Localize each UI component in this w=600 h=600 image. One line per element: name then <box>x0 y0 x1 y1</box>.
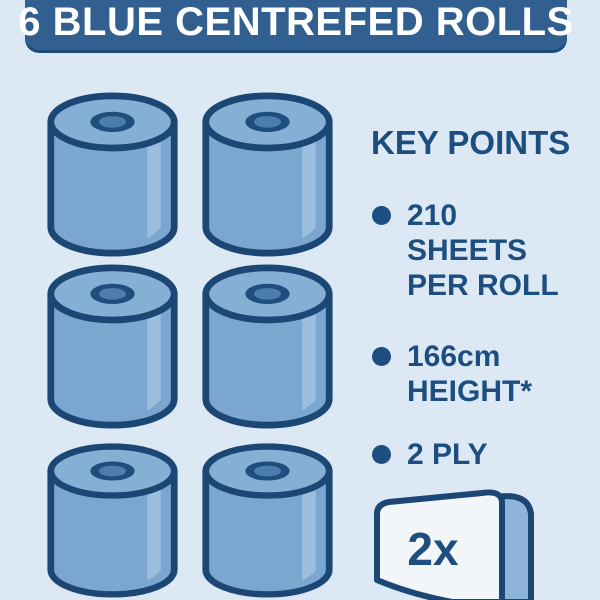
key-point-line: 166cm <box>407 340 501 373</box>
sheet-count-label: 2x <box>407 523 459 575</box>
paper-roll-icon <box>45 442 180 598</box>
key-point-ply: 2 PLY <box>372 437 488 472</box>
page-title: 6 BLUE CENTREFED ROLLS <box>18 0 574 44</box>
bullet-dot-icon <box>372 445 391 464</box>
paper-roll-icon <box>45 263 180 429</box>
key-point-sheets: 210 SHEETS PER ROLL <box>372 198 559 303</box>
key-point-text: 210 SHEETS PER ROLL <box>407 198 559 303</box>
paper-roll-icon <box>200 91 335 257</box>
key-point-text: 2 PLY <box>407 437 488 472</box>
key-points-heading: KEY POINTS <box>371 124 571 161</box>
bullet-dot-icon <box>372 206 391 225</box>
folded-sheet-icon <box>374 489 534 600</box>
header-banner: 6 BLUE CENTREFED ROLLS <box>18 0 573 50</box>
key-point-height: 166cm HEIGHT* <box>372 339 532 409</box>
bullet-dot-icon <box>372 347 391 366</box>
paper-roll-icon <box>45 91 180 257</box>
paper-roll-icon <box>200 442 335 598</box>
paper-roll-icon <box>200 263 335 429</box>
key-point-line: 210 <box>407 199 458 232</box>
key-point-line: SHEETS <box>407 234 528 267</box>
key-point-text: 166cm HEIGHT* <box>407 339 532 409</box>
key-point-line: 2 PLY <box>407 438 488 471</box>
key-point-line: PER ROLL <box>407 269 559 302</box>
key-point-line: HEIGHT* <box>407 375 533 408</box>
